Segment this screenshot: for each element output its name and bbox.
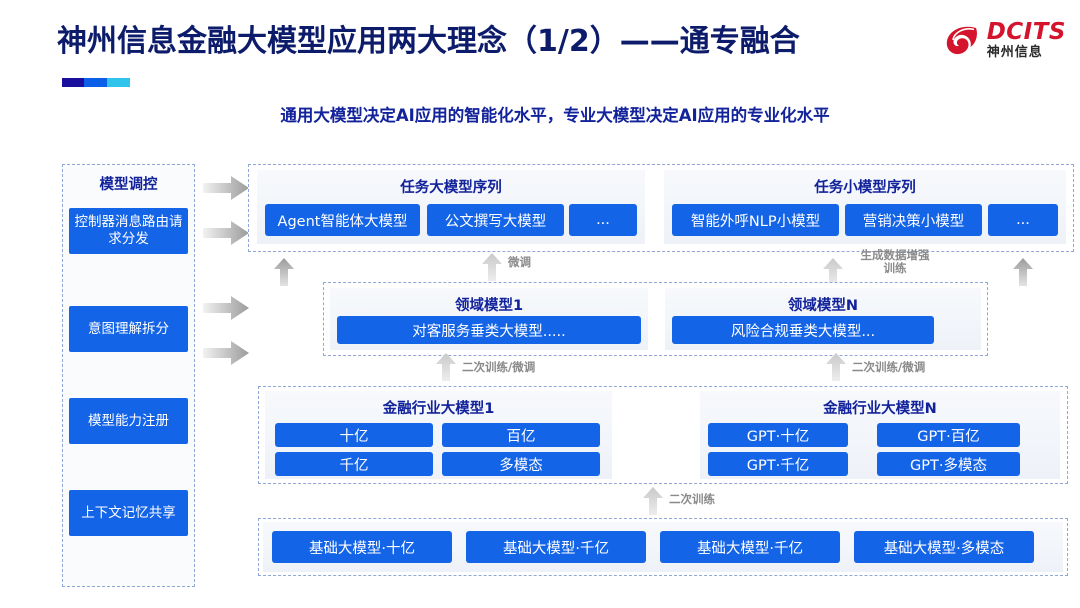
industry-chip-multimodal[interactable]: 多模态 — [442, 452, 600, 476]
industry-chip-gpt-10b[interactable]: GPT·百亿 — [877, 423, 1020, 447]
flow-arrow-right-icon-2 — [203, 221, 249, 245]
panel-title: 模型调控 — [99, 177, 158, 193]
page-subtitle: 通用大模型决定AI应用的智能化水平，专业大模型决定AI应用的专业化水平 — [280, 106, 830, 125]
task-chip-document[interactable]: 公文撰写大模型 — [427, 204, 564, 236]
domain-chip-customer-service[interactable]: 对客服务垂类大模型..... — [337, 316, 641, 344]
arrow-label-retrain-bottom: 二次训练 — [669, 492, 715, 506]
task-big-model-title: 任务大模型序列 — [400, 180, 502, 196]
up-arrow-icon-gen-data — [823, 258, 843, 286]
up-arrow-icon-b — [1013, 258, 1033, 286]
control-item-context[interactable]: 上下文记忆共享 — [69, 490, 188, 536]
logo-name-cn: 神州信息 — [986, 45, 1043, 60]
arrow-label-retrain-left: 二次训练/微调 — [462, 360, 536, 374]
up-arrow-icon-a — [274, 258, 294, 286]
foundation-chip-100b-a[interactable]: 基础大模型·千亿 — [466, 531, 646, 563]
foundation-chip-1b[interactable]: 基础大模型·十亿 — [272, 531, 452, 563]
task-chip-nlp-outbound[interactable]: 智能外呼NLP小模型 — [672, 204, 839, 236]
industry-model-n-title: 金融行业大模型N — [823, 401, 937, 417]
arrow-label-retrain-right: 二次训练/微调 — [852, 360, 926, 374]
industry-chip-gpt-1b[interactable]: GPT·十亿 — [708, 423, 848, 447]
domain-model-n-title: 领域模型N — [787, 298, 859, 314]
spacer — [69, 352, 188, 398]
model-control-panel: 模型调控 控制器消息路由请求分发 意图理解拆分 模型能力注册 上下文记忆共享 — [62, 164, 195, 587]
spacer — [69, 444, 188, 490]
task-chip-marketing[interactable]: 营销决策小模型 — [845, 204, 982, 236]
foundation-chip-100b-b[interactable]: 基础大模型·千亿 — [660, 531, 840, 563]
up-arrow-icon-retrain-left — [436, 353, 456, 381]
flow-arrow-right-icon-1 — [203, 176, 249, 200]
industry-chip-gpt-100b[interactable]: GPT·千亿 — [708, 452, 848, 476]
accent-bar — [62, 78, 130, 87]
industry-chip-1b[interactable]: 十亿 — [275, 423, 433, 447]
domain-chip-risk-compliance[interactable]: 风险合规垂类大模型... — [672, 316, 934, 344]
industry-chip-gpt-multimodal[interactable]: GPT·多模态 — [877, 452, 1020, 476]
flow-arrow-right-icon-4 — [203, 341, 249, 365]
control-item-registry[interactable]: 模型能力注册 — [69, 398, 188, 444]
page-title: 神州信息金融大模型应用两大理念（1/2）——通专融合 — [57, 24, 800, 59]
task-chip-more-left[interactable]: ... — [569, 204, 637, 236]
domain-model-1-title: 领域模型1 — [454, 298, 524, 314]
control-item-router[interactable]: 控制器消息路由请求分发 — [69, 208, 188, 254]
task-chip-agent[interactable]: Agent智能体大模型 — [265, 204, 420, 236]
arrow-label-gen-data-aug: 生成数据增强训练 — [860, 248, 930, 276]
logo-name-en: DCITS — [986, 19, 1066, 45]
industry-chip-10b[interactable]: 百亿 — [442, 423, 600, 447]
dcits-swirl-icon — [946, 26, 977, 55]
flow-arrow-right-icon-3 — [203, 296, 249, 320]
up-arrow-icon-retrain-bottom — [643, 487, 663, 515]
industry-chip-100b[interactable]: 千亿 — [275, 452, 433, 476]
control-item-intent[interactable]: 意图理解拆分 — [69, 306, 188, 352]
task-small-model-title: 任务小模型序列 — [814, 180, 916, 196]
foundation-chip-multimodal[interactable]: 基础大模型·多模态 — [854, 531, 1034, 563]
industry-model-1-title: 金融行业大模型1 — [382, 401, 495, 417]
arrow-label-finetune-left: 微调 — [508, 255, 531, 269]
accent-segment-2 — [84, 78, 107, 87]
company-logo: DCITS 神州信息 — [943, 20, 1066, 60]
up-arrow-icon-finetune — [482, 253, 502, 281]
spacer — [69, 254, 188, 306]
accent-segment-3 — [107, 78, 130, 87]
task-chip-more-right[interactable]: ... — [988, 204, 1058, 236]
up-arrow-icon-retrain-right — [826, 353, 846, 381]
accent-segment-1 — [62, 78, 84, 87]
